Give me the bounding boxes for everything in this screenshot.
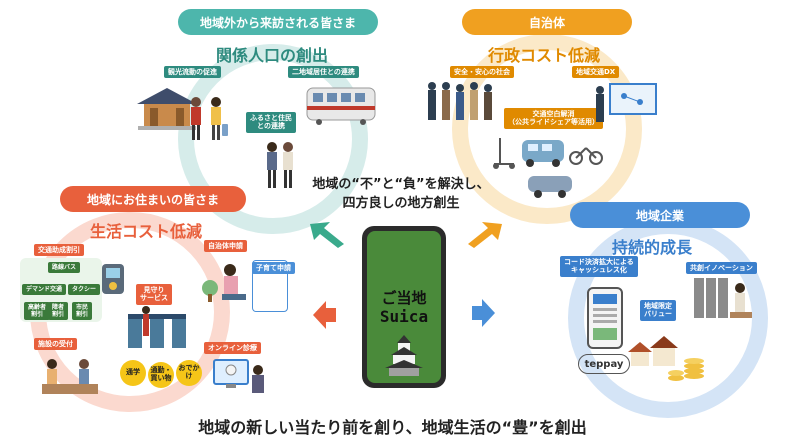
childcare-popup-label: 子育て申請 bbox=[252, 262, 295, 275]
houses-coins-illustration bbox=[628, 336, 704, 381]
label-taxi: タクシー bbox=[68, 284, 101, 296]
suica-phone: ご当地 Suica bbox=[362, 226, 446, 388]
dot-outing: おでかけ bbox=[176, 360, 202, 386]
visitors-tag-hometown: ふるさと住民 との連携 bbox=[246, 112, 296, 133]
label-demand-transit: デマンド交通 bbox=[22, 284, 67, 296]
residents-tag-transport-discount: 交通助成割引 bbox=[34, 244, 84, 257]
visitors-tag-dual-residence: 二地域居住との連携 bbox=[288, 66, 359, 79]
government-tag-safety: 安全・安心の社会 bbox=[450, 66, 514, 79]
business-pill: 地域企業 bbox=[570, 202, 750, 228]
arrow-up-left-icon bbox=[310, 222, 344, 248]
center-message: 地域の“不”と“負”を解決し、 四方良しの地方創生 bbox=[296, 176, 506, 214]
residents-tag-municipal-application: 自治体申請 bbox=[204, 240, 247, 253]
center-message-line2: 四方良しの地方創生 bbox=[342, 195, 460, 211]
center-message-line1: 地域の“不”と“負”を解決し、 bbox=[312, 177, 490, 192]
ticket-gates-illustration bbox=[128, 306, 186, 348]
card-reader-illustration bbox=[102, 264, 124, 294]
arrow-up-right-icon bbox=[468, 222, 502, 248]
payment-app-illustration bbox=[587, 287, 623, 349]
visitors-tag-tourism: 観光流動の促進 bbox=[164, 66, 221, 79]
castle-icon bbox=[385, 335, 423, 376]
business-tag-local-value: 地域限定 バリュー bbox=[640, 300, 676, 321]
application-woman-illustration bbox=[202, 264, 246, 302]
tourists-illustration bbox=[191, 97, 228, 140]
government-heading: 行政コスト低減 bbox=[488, 46, 601, 65]
train-illustration bbox=[306, 87, 376, 125]
visitors-heading: 関係人口の創出 bbox=[216, 46, 329, 65]
citizens-group-illustration bbox=[428, 82, 492, 120]
label-citizen-discount: 市民 割引 bbox=[72, 302, 93, 321]
presentation-board-illustration bbox=[596, 83, 657, 122]
visitors-pill: 地域外から来訪される皆さま bbox=[178, 9, 378, 35]
residents-tag-watch-service: 見守り サービス bbox=[136, 284, 172, 305]
residents-tag-online-medical: オンライン診療 bbox=[204, 342, 261, 355]
business-heading: 持続的成長 bbox=[612, 238, 693, 257]
arrow-left-icon bbox=[313, 301, 336, 329]
dot-commute-shopping: 通勤・ 買い物 bbox=[148, 362, 174, 388]
business-tag-cashless: コード決済拡大による キャッシュレス化 bbox=[560, 256, 638, 277]
residents-pill: 地域にお住まいの皆さま bbox=[60, 186, 246, 212]
reception-desk-illustration bbox=[42, 359, 98, 394]
government-pill: 自治体 bbox=[462, 9, 632, 35]
mobility-illustration bbox=[493, 138, 603, 198]
business-tag-co-innovation: 共創イノベーション bbox=[686, 262, 757, 275]
dot-commute-school: 通学 bbox=[120, 360, 146, 386]
bottom-tagline: 地域の新しい当たり前を創り、地域生活の“豊”を創出 bbox=[198, 418, 587, 437]
government-tag-transport-dx: 地域交通DX bbox=[572, 66, 620, 79]
label-senior-discount: 高齢者 割引 bbox=[24, 302, 51, 321]
meeting-illustration bbox=[694, 278, 752, 318]
arrow-right-icon bbox=[472, 299, 495, 327]
residents-tag-facility-reception: 施設の受付 bbox=[34, 338, 77, 351]
suica-phone-screen: ご当地 Suica bbox=[367, 231, 441, 383]
shrine-illustration bbox=[137, 88, 197, 130]
suica-brand: Suica bbox=[379, 307, 429, 326]
government-tag-transport-gap: 交通空白解消 （公共ライドシェア等活用） bbox=[504, 108, 603, 129]
telemedicine-illustration bbox=[213, 359, 264, 393]
residents-walking-illustration bbox=[267, 142, 293, 188]
suica-title: ご当地 bbox=[381, 289, 427, 307]
teppay-logo: teppay bbox=[578, 354, 630, 374]
label-route-bus: 路線バス bbox=[48, 262, 81, 274]
label-disability-discount: 障者 割引 bbox=[48, 302, 69, 321]
residents-heading: 生活コスト低減 bbox=[90, 222, 203, 241]
